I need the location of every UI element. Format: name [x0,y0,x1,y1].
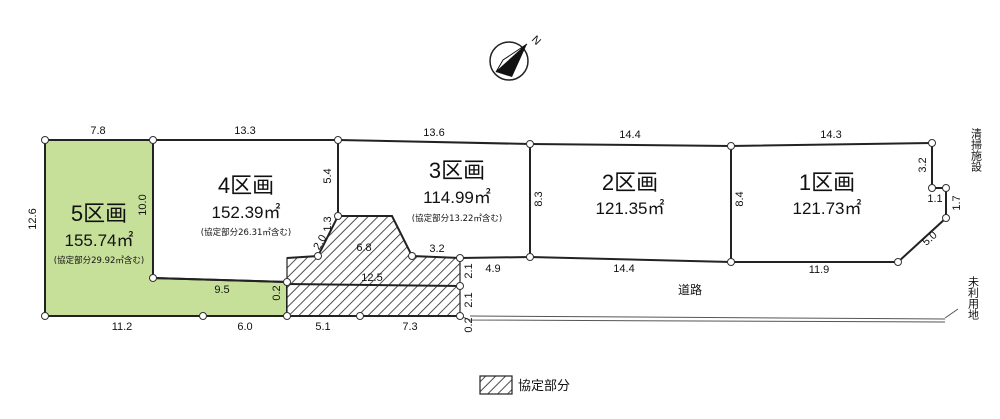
lot-4-area: 152.39㎡ [212,203,281,222]
lot-1-label: 1区画 121.73㎡ [793,170,862,218]
dim-road-1: 4.9 [485,263,500,275]
dim-bottom-1: 11.2 [112,321,133,333]
lot-2-label: 2区画 121.35㎡ [596,170,665,218]
lot-5-note: (協定部分29.92㎡含む) [54,255,144,266]
lot-3-area: 114.99㎡ [423,188,491,207]
dim-right-top: 3.2 [917,157,929,172]
dim-top-1: 7.8 [90,125,105,137]
north-arrow: N [489,34,543,81]
lot-1-area: 121.73㎡ [793,199,862,218]
dim-lot5-right: 10.0 [137,194,149,215]
vertex-markers [41,136,950,320]
dim-top-5: 14.3 [820,129,841,141]
lot-5-label: 5区画 155.74㎡ (協定部分29.92㎡含む) [54,201,144,266]
dim-road-2: 14.4 [613,263,634,275]
dim-lot3-bottom-left: 6.8 [356,242,371,254]
dim-hatch-right-c: 0.2 [463,317,475,332]
dim-lot3-bottom-right: 3.2 [429,243,444,255]
legend-label: 協定部分 [518,379,570,394]
dim-hatch-mid: 12.5 [361,272,382,284]
dim-hatch-left: 0.2 [271,285,283,300]
north-label: N [529,34,543,48]
dim-bottom-2: 6.0 [237,321,252,333]
legend-swatch [479,375,513,395]
dim-hatch-right-a: 2.1 [463,263,475,278]
dim-right-a: 1.1 [927,193,942,205]
dim-bottom-3: 5.1 [315,321,330,333]
dim-bottom-4: 7.3 [402,321,417,333]
cleaning-facility-text: 清掃施設 [970,128,983,172]
lot-4-note: (協定部分26.31㎡含む) [201,227,291,238]
unused-land-text: 未利用地 [967,276,980,320]
lot-5-name: 5区画 [71,201,127,226]
lot-5-area: 155.74㎡ [65,231,134,250]
dim-lot1-left: 8.4 [734,191,746,206]
dim-lot4-right: 5.4 [322,168,334,183]
lot-3-note: (協定部分13.22㎡含む) [412,213,502,224]
dim-lot3-notch: 1.3 [322,216,334,231]
dim-top-2: 13.3 [234,125,255,137]
dim-diag-right: 5.0 [920,229,939,248]
unused-land-label: 未利用地 [967,276,980,320]
road-label: 道路 [678,282,702,297]
dim-top-3: 13.6 [423,127,444,139]
dim-top-4: 14.4 [619,129,640,141]
cleaning-facility-label: 清掃施設 [970,128,983,172]
lot-1-name: 1区画 [799,170,855,195]
lot-2-name: 2区画 [602,170,658,195]
lot-3-label: 3区画 114.99㎡ (協定部分13.22㎡含む) [412,158,502,224]
lot-4-name: 4区画 [218,173,274,198]
dim-lot2-left: 8.3 [533,191,545,206]
dim-lot5-left: 12.6 [27,208,39,229]
dim-lot5-bottom: 9.5 [214,284,229,296]
dim-right-b: 1.7 [951,195,963,210]
lot-2-area: 121.35㎡ [596,199,665,218]
legend: 協定部分 [479,375,570,395]
agreement-area [286,215,461,317]
lot-4-label: 4区画 152.39㎡ (協定部分26.31㎡含む) [201,173,291,238]
dim-road-3: 11.9 [809,264,830,276]
lot-3-name: 3区画 [429,158,485,183]
dim-hatch-right-b: 2.1 [463,292,475,307]
